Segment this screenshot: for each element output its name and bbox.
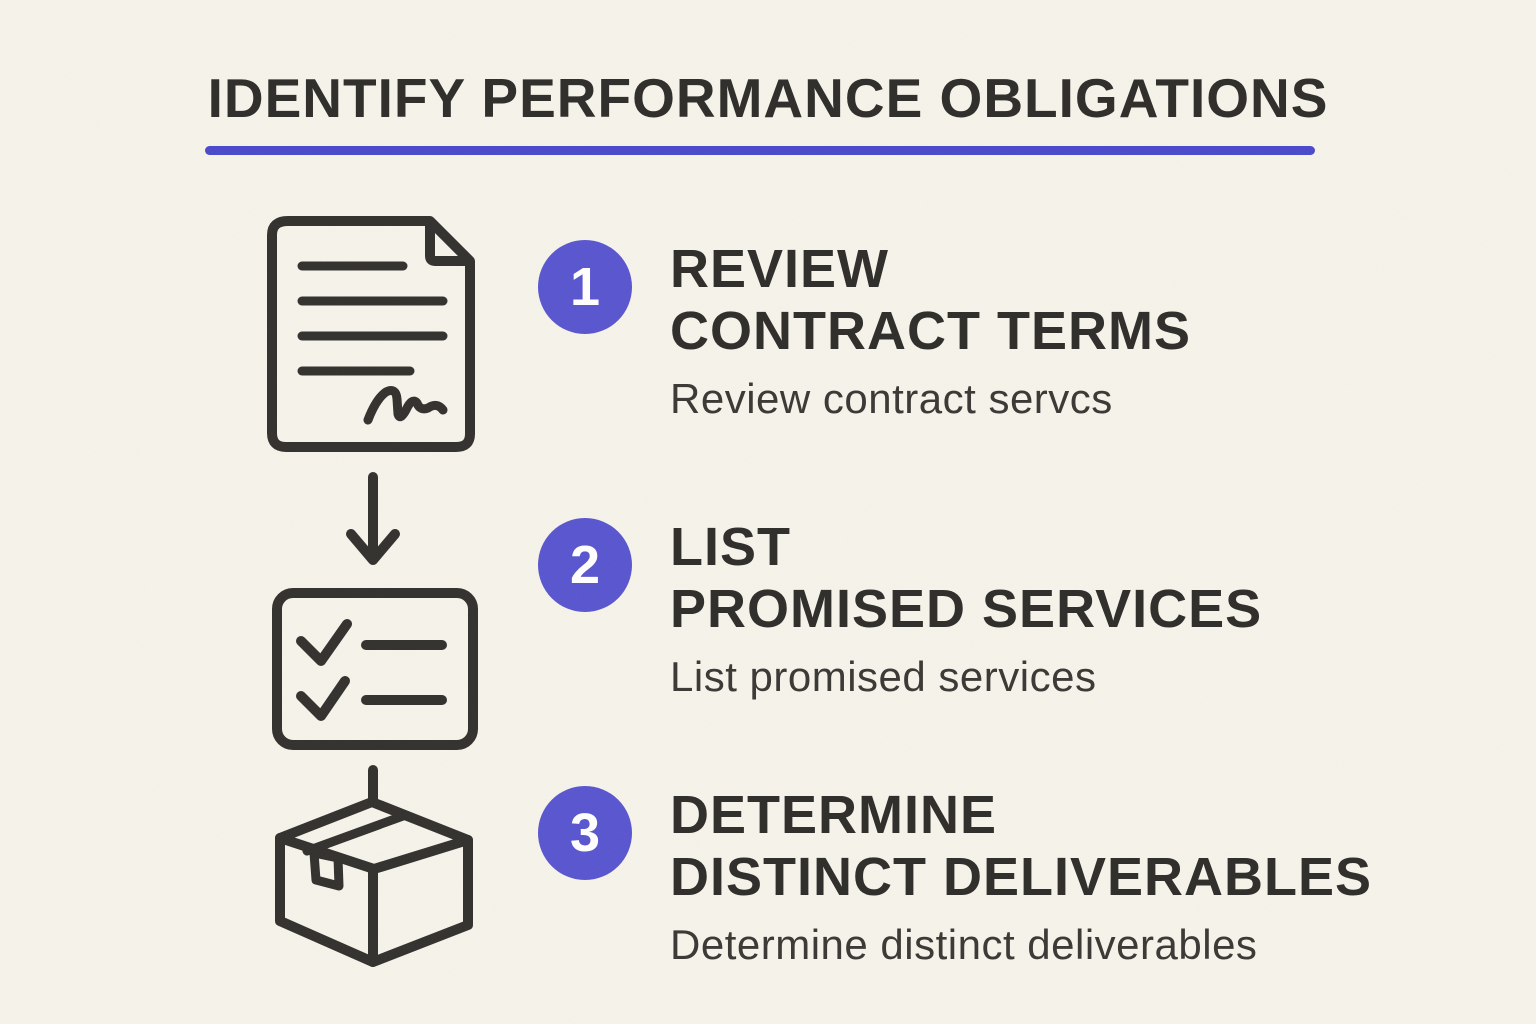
step-number: 3 xyxy=(569,803,601,863)
signature-squiggle xyxy=(363,386,448,425)
step-item-1: 1 REVIEW CONTRACT TERMS Review contract … xyxy=(538,238,1191,423)
step-item-2: 2 LIST PROMISED SERVICES List promised s… xyxy=(538,516,1262,701)
page-title: IDENTIFY PERFORMANCE OBLIGATIONS xyxy=(207,67,1329,129)
step-description: List promised services xyxy=(670,653,1097,700)
package-box-icon xyxy=(275,765,473,967)
step-number-badge: 1 xyxy=(538,240,632,334)
step-description: Review contract servcs xyxy=(670,375,1113,422)
step-description: Determine distinct deliverables xyxy=(670,921,1258,968)
step-heading: DETERMINE DISTINCT DELIVERABLES xyxy=(670,785,1373,907)
step-number-badge: 3 xyxy=(538,786,632,880)
step-heading: REVIEW CONTRACT TERMS xyxy=(670,239,1191,361)
step-text: LIST PROMISED SERVICES List promised ser… xyxy=(670,516,1262,701)
step-text: DETERMINE DISTINCT DELIVERABLES Determin… xyxy=(670,784,1372,969)
down-arrow-icon xyxy=(346,472,400,565)
step-number: 2 xyxy=(569,535,601,595)
title-underline xyxy=(205,146,1315,155)
step-text: REVIEW CONTRACT TERMS Review contract se… xyxy=(670,238,1191,423)
contract-document-icon xyxy=(267,216,475,452)
step-item-3: 3 DETERMINE DISTINCT DELIVERABLES Determ… xyxy=(538,784,1372,969)
step-number-badge: 2 xyxy=(538,518,632,612)
step-heading: LIST PROMISED SERVICES xyxy=(670,517,1263,639)
box-tape-label xyxy=(309,848,344,891)
step-number: 1 xyxy=(569,257,601,317)
checklist-icon xyxy=(272,588,478,750)
